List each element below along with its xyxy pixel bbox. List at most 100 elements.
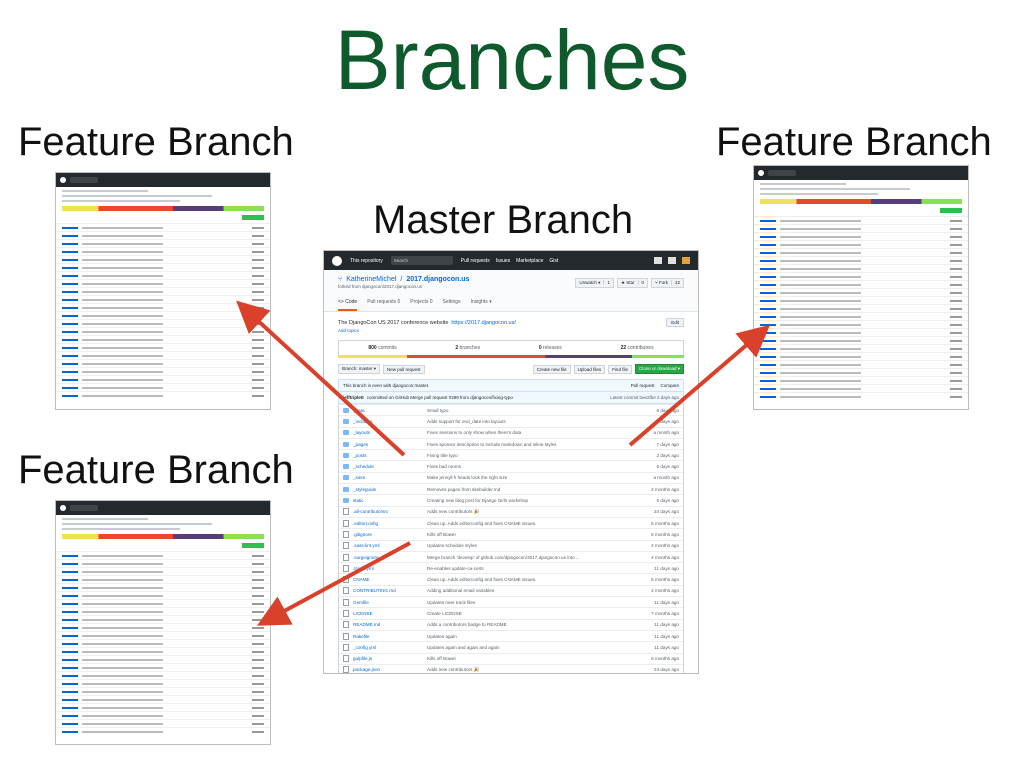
file-row[interactable]: _styleguide Removes pages from sitebuilde…: [339, 483, 683, 494]
file-commit-message[interactable]: Clean up. Adds editorconfig and fixes CN…: [427, 520, 537, 526]
branch-select[interactable]: Branch: master ▾: [338, 364, 381, 374]
find-file-button[interactable]: Find file: [608, 364, 632, 374]
file-row[interactable]: _layouts Fixes sessions to only show when…: [339, 426, 683, 438]
create-new-file-button[interactable]: Create new file: [532, 364, 571, 374]
file-row[interactable]: .all-contributorsrc Adds new contributors…: [339, 505, 683, 517]
file-commit-message[interactable]: Fixes sponsor description to include mar…: [427, 441, 557, 447]
plus-icon[interactable]: [668, 257, 676, 264]
file-name[interactable]: _posts: [353, 452, 367, 458]
file-name[interactable]: _includes: [353, 418, 373, 424]
file-row[interactable]: README.md Adds a contributors badge to RE…: [339, 618, 683, 630]
file-row[interactable]: static Creating new blog post for Django …: [339, 494, 683, 505]
file-row[interactable]: _sass Make jennyll h heads look the right…: [339, 471, 683, 483]
clone-download-button[interactable]: Clone or download ▾: [634, 364, 684, 374]
bell-icon[interactable]: [654, 257, 662, 264]
file-name[interactable]: README.md: [353, 622, 381, 628]
file-commit-message[interactable]: Fixes sessions to only show when there's…: [427, 430, 522, 436]
file-commit-message[interactable]: Removes pages from sitebuilder.md: [427, 486, 501, 492]
releases-link[interactable]: 0 releases: [539, 345, 562, 351]
add-topics-link[interactable]: Add topics: [338, 328, 360, 333]
file-name[interactable]: .surgeignore: [353, 554, 379, 560]
tab-insights[interactable]: Insights ▾: [470, 299, 492, 305]
description-url[interactable]: https://2017.djangocon.us/: [451, 319, 516, 326]
file-name[interactable]: LICENSE: [353, 610, 373, 616]
file-commit-message[interactable]: Adding additional email variables: [427, 588, 495, 594]
file-name[interactable]: CONTRIBUTING.md: [353, 588, 396, 594]
file-commit-message[interactable]: Adds new contributors 🎉: [427, 666, 480, 672]
file-name[interactable]: gulpfile.js: [353, 656, 373, 662]
file-name[interactable]: Rakefile: [353, 633, 370, 639]
file-name[interactable]: .all-contributorsrc: [353, 509, 389, 515]
repo-name[interactable]: 2017.djangocon.us: [406, 276, 470, 283]
repo-owner[interactable]: KatherineMichel: [346, 276, 397, 283]
file-name[interactable]: Gemfile: [353, 599, 369, 605]
file-name[interactable]: .gitignore: [353, 531, 372, 537]
file-commit-message[interactable]: Adds a contributors badge to README: [427, 622, 507, 628]
file-commit-message[interactable]: Updates neer track files: [427, 599, 476, 605]
file-row[interactable]: _config.yml Updates again and again and a…: [339, 641, 683, 652]
file-commit-message[interactable]: Re-enables update-ca-certs: [427, 565, 484, 571]
file-commit-message[interactable]: Adds new contributors 🎉: [427, 508, 480, 514]
file-commit-message[interactable]: Clean up. Adds editorconfig and fixes CN…: [427, 577, 537, 583]
file-name[interactable]: _sass: [353, 475, 366, 481]
nav-issues[interactable]: Issues: [495, 257, 511, 264]
file-commit-message[interactable]: Updates again: [427, 633, 457, 639]
file-name[interactable]: _styleguide: [353, 486, 377, 492]
unwatch-button[interactable]: Unwatch ▾1: [575, 278, 614, 288]
file-name[interactable]: _schedule: [353, 464, 374, 470]
file-row[interactable]: .surgeignore Merge branch 'develop' of gi…: [339, 550, 683, 562]
edit-button[interactable]: Edit: [666, 318, 684, 327]
nav-gist[interactable]: Gist: [549, 257, 559, 264]
compare-link[interactable]: Compare: [660, 383, 679, 388]
file-name[interactable]: package.json: [353, 667, 381, 673]
file-row[interactable]: CNAME Clean up. Adds editorconfig and fix…: [339, 573, 683, 584]
tab-projects[interactable]: Projects 0: [410, 299, 433, 305]
file-name[interactable]: _config.yml: [353, 644, 377, 650]
file-name[interactable]: CNAME: [353, 577, 370, 583]
file-row[interactable]: .editorconfig Clean up. Adds editorconfig…: [339, 516, 683, 528]
file-commit-message[interactable]: Fixing title typo: [427, 452, 458, 458]
file-commit-message[interactable]: Updates schedule styles: [427, 543, 477, 549]
file-name[interactable]: .editorconfig: [353, 520, 379, 526]
nav-marketplace[interactable]: Marketplace: [516, 257, 544, 264]
file-name[interactable]: _pages: [353, 441, 369, 447]
tab-settings[interactable]: Settings: [442, 299, 461, 305]
upload-files-button[interactable]: Upload files: [573, 364, 606, 374]
file-commit-message[interactable]: Make jennyll h heads look the right size: [427, 475, 508, 481]
tab-code[interactable]: <> Code: [338, 297, 358, 311]
file-name[interactable]: _layouts: [353, 430, 371, 436]
file-name[interactable]: _data: [353, 407, 365, 413]
file-row[interactable]: _pages Fixes sponsor description to inclu…: [339, 437, 683, 449]
file-name[interactable]: .travis.yml: [353, 565, 374, 571]
file-commit-message[interactable]: Kills off Bower: [427, 531, 457, 537]
avatar[interactable]: [682, 257, 690, 264]
commit-author[interactable]: jefftriplett: [343, 395, 364, 400]
file-commit-message[interactable]: Creating new blog post for Django Girls …: [427, 498, 529, 504]
tab-pull-requests[interactable]: Pull requests 0: [367, 299, 401, 305]
search-input[interactable]: Search: [390, 256, 453, 265]
file-name[interactable]: static: [353, 498, 364, 504]
file-commit-message[interactable]: Updates again and again and again: [427, 644, 500, 650]
commits-link[interactable]: 800 commits: [368, 345, 396, 351]
new-pull-request-button[interactable]: New pull request: [383, 364, 425, 374]
nav-pull-requests[interactable]: Pull requests: [460, 257, 490, 264]
file-name[interactable]: .sass-lint.yml: [353, 543, 380, 549]
github-logo-icon[interactable]: [332, 255, 342, 266]
file-commit-message[interactable]: Merge branch 'develop' of github.com/dja…: [427, 554, 580, 560]
file-commit-message[interactable]: Fixes bad rooms: [427, 464, 461, 470]
contributors-link[interactable]: 22 contributors: [621, 345, 654, 351]
file-row[interactable]: CONTRIBUTING.md Adding additional email v…: [339, 584, 683, 596]
